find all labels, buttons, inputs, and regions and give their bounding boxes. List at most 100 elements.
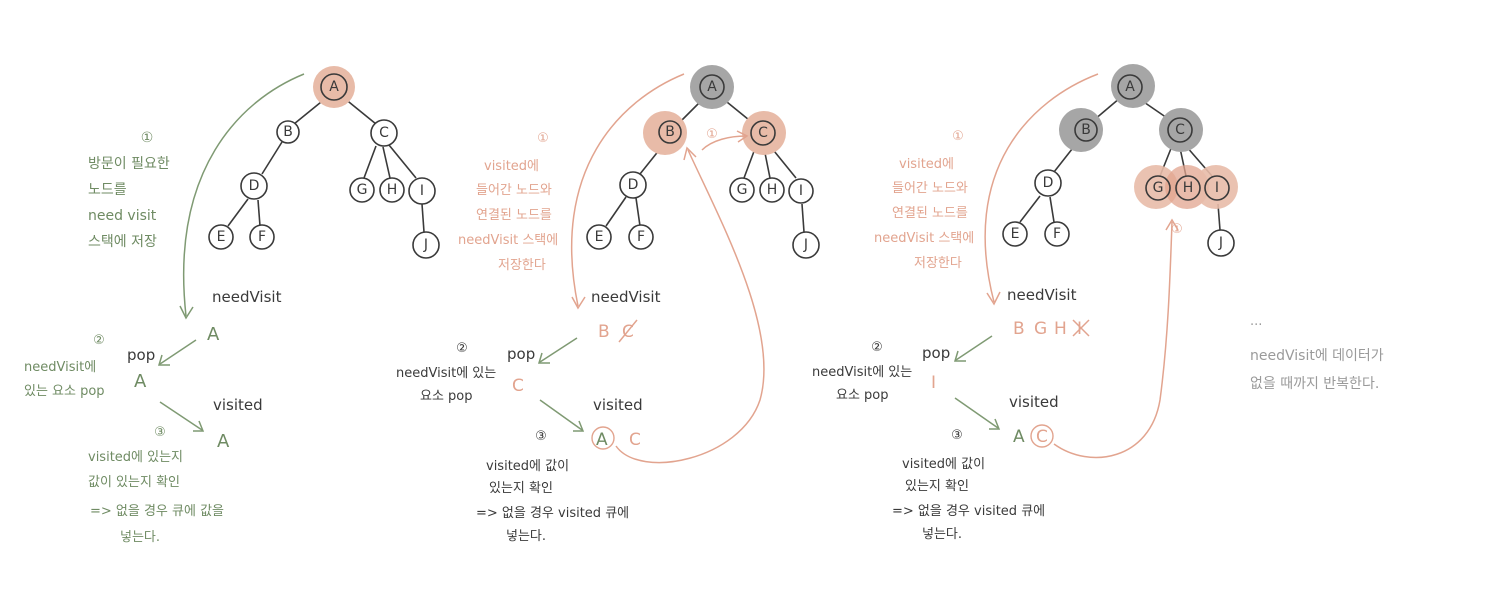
panel-3-pop-label: pop — [922, 344, 950, 362]
panel-1-visited-label: visited — [213, 396, 263, 414]
panel-3-step2-line-1: needVisit에 있는 — [812, 365, 912, 380]
panel-2-side-arrowhead — [736, 130, 749, 143]
panel-2-node-d: D — [619, 171, 647, 199]
panel-1-pop-label: pop — [127, 346, 155, 364]
panel-2-visited-a-circle — [591, 426, 615, 450]
panel-3-need-visit-g: G — [1034, 319, 1047, 339]
panel-3-return-arrow — [1053, 221, 1173, 459]
panel-1-node-e-label: E — [217, 229, 226, 245]
panel-1-step2-line-1: needVisit에 — [24, 360, 96, 375]
panel-2-step2-num: ② — [456, 341, 468, 356]
panel-2-step3-line-3: => 없을 경우 visited 큐에 — [476, 506, 629, 521]
panel-3-node-b: B — [1074, 118, 1098, 142]
panel-2-highlight-c — [742, 111, 786, 155]
panel-1-need-visit-label: needVisit — [212, 288, 282, 306]
panel-3-step3-line-1: visited에 값이 — [902, 457, 985, 472]
panel-3-node-h-label: H — [1183, 180, 1194, 196]
panel-3-step1-line-3: 연결된 노드를 — [892, 206, 968, 221]
panel-2-node-h-label: H — [767, 182, 778, 198]
panel-2-step2-line-2: 요소 pop — [420, 389, 473, 404]
panel-1-tree-edges — [227, 97, 425, 233]
panel-1-node-i: I — [408, 177, 436, 205]
panel-3-visited-c-circle — [1030, 424, 1054, 448]
panel-3-need-visit-h: H — [1054, 319, 1067, 339]
panel-3-node-f-label: F — [1053, 226, 1061, 242]
panel-2-visited-arrowhead — [573, 420, 585, 432]
panel-3-pop-arrow — [955, 335, 993, 361]
panel-2-step3-line-1: visited에 값이 — [486, 459, 569, 474]
panel-2-pop-label: pop — [507, 345, 535, 363]
panel-3-step1-line-2: 들어간 노드와 — [892, 181, 968, 196]
panel-1-node-i-label: I — [420, 183, 424, 199]
panel-1-push-arrowhead — [179, 305, 194, 320]
panel-2-step3-num: ③ — [535, 429, 547, 444]
panel-2-node-i: I — [788, 178, 814, 204]
panel-2-node-c: C — [750, 120, 776, 146]
panel-1-node-d: D — [240, 172, 268, 200]
closing-dots: ... — [1250, 314, 1262, 329]
panel-1-pop-arrow — [159, 339, 197, 365]
panel-3-node-f: F — [1044, 221, 1070, 247]
panel-1-node-j: J — [412, 231, 440, 259]
panel-1-visited-arrow — [159, 401, 203, 431]
panel-2-step1-num: ① — [537, 131, 549, 146]
panel-2-node-c-label: C — [758, 125, 768, 141]
panel-3-node-c: C — [1167, 117, 1193, 143]
panel-3-push-arrowhead — [986, 291, 1001, 306]
closing-note: ... needVisit에 데이터가 없을 때까지 반복한다. — [1250, 314, 1384, 392]
panel-2-need-visit-c-strike — [618, 319, 638, 343]
panel-2-step2-line-1: needVisit에 있는 — [396, 366, 496, 381]
panel-1-node-c: C — [370, 119, 398, 147]
panel-3-step3-line-3: => 없을 경우 visited 큐에 — [892, 504, 1045, 519]
panel-1-node-h: H — [379, 177, 405, 203]
panel-2-node-f-label: F — [637, 229, 645, 245]
panel-2-step1-line-3: 연결된 노드를 — [476, 208, 552, 223]
panel-2-side-arrow — [701, 135, 747, 151]
panel-3-node-e: E — [1002, 221, 1028, 247]
panel-2-node-h: H — [759, 177, 785, 203]
panel-3-node-g: G — [1145, 175, 1171, 201]
panel-1-step1-line-4: 스택에 저장 — [88, 234, 157, 250]
panel-3-node-j: J — [1207, 229, 1235, 257]
panel-2-node-j-label: J — [803, 237, 808, 253]
panel-3-visited-b — [1059, 108, 1103, 152]
panel-1-node-a-label: A — [329, 79, 339, 95]
closing-line-1: needVisit에 데이터가 — [1250, 348, 1384, 364]
panel-3-pop-value: I — [931, 373, 936, 393]
panel-3-push-arrow — [984, 73, 1099, 303]
panel-2-node-d-label: D — [628, 177, 639, 193]
panel-2-pop-arrow — [539, 337, 578, 363]
panel-2-side-num: ① — [706, 127, 718, 142]
panel-2-node-g-label: G — [737, 182, 748, 198]
panel-3-visited-c: C — [1036, 427, 1048, 447]
panel-2-node-a: A — [699, 74, 725, 100]
panel-3-need-visit-label: needVisit — [1007, 286, 1077, 304]
panel-2-node-g: G — [729, 177, 755, 203]
panel-3-node-d: D — [1034, 169, 1062, 197]
panel-1-visited-arrowhead — [193, 420, 205, 432]
panel-3-pop-arrowhead — [953, 350, 966, 362]
panel-1-step3-line-4: 넣는다. — [120, 530, 160, 545]
panel-3-visited-a: A — [1013, 427, 1025, 447]
panel-2-push-arrow — [570, 73, 685, 307]
panel-3-return-arrowhead — [1165, 218, 1179, 231]
panel-2-node-b-label: B — [665, 124, 675, 140]
panel-3-visited-arrowhead — [989, 418, 1001, 430]
panel-1-push-arrow — [182, 73, 305, 317]
panel-2-pop-value: C — [512, 376, 524, 396]
panel-1-node-h-label: H — [387, 182, 398, 198]
panel-1-pop-value: A — [134, 371, 147, 392]
panel-1-step3-line-1: visited에 있는지 — [88, 450, 183, 465]
panel-1-node-e: E — [208, 224, 234, 250]
panel-2-step3-line-2: 있는지 확인 — [489, 481, 553, 496]
panel-2-step3-line-4: 넣는다. — [506, 529, 546, 544]
panel-3-step3-line-2: 있는지 확인 — [905, 479, 969, 494]
panel-3-highlight-g — [1134, 165, 1178, 209]
panel-1-node-c-label: C — [379, 125, 389, 141]
panel-2-node-j: J — [792, 231, 820, 259]
panel-1-node-g: G — [349, 177, 375, 203]
panel-1-visited-value: A — [217, 431, 230, 452]
panel-2-node-e-label: E — [595, 229, 604, 245]
panel-3-step1-line-4: needVisit 스택에 — [874, 231, 974, 246]
